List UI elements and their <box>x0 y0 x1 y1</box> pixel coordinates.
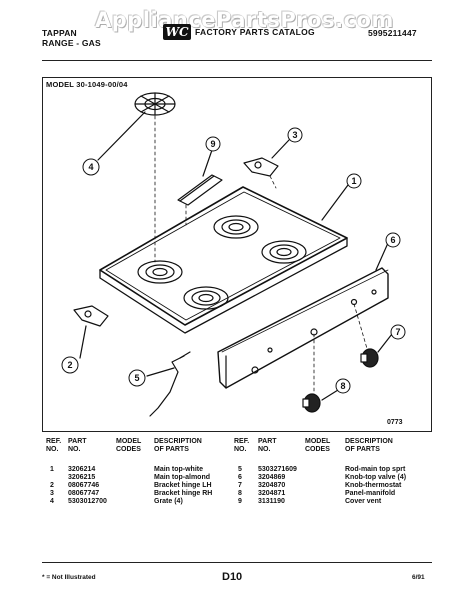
bracket-hinge-lh-part <box>73 305 109 327</box>
svg-text:4: 4 <box>88 162 93 172</box>
svg-text:1: 1 <box>351 176 356 186</box>
table-row: 7 3204870 Knob-thermostat <box>238 482 402 489</box>
table-row: 8 3204871 Panel-manifold <box>238 490 396 497</box>
callout-9: 9 <box>205 136 221 152</box>
catalog-date: 6/91 <box>412 574 425 581</box>
callout-5: 5 <box>128 369 146 387</box>
main-top-part <box>99 186 348 334</box>
catalog-header: WC FACTORY PARTS CATALOG <box>163 24 315 40</box>
callout-8: 8 <box>335 378 351 394</box>
footer-divider <box>42 562 432 563</box>
product-type: RANGE - GAS <box>42 38 101 48</box>
grate-part <box>134 92 176 116</box>
table-row: 5 5303271609 Rod-main top sprt <box>238 466 406 473</box>
catalog-title: FACTORY PARTS CATALOG <box>195 27 315 37</box>
svg-text:2: 2 <box>67 360 72 370</box>
table-row: 1 3206214 Main top-white <box>50 466 203 473</box>
manifold-panel-part <box>217 267 389 397</box>
brand-name: TAPPAN <box>42 28 77 38</box>
model-label: MODEL 30-1049-00/04 <box>46 80 128 89</box>
diagram-frame <box>42 77 432 432</box>
rod-main-top-support-part <box>149 351 191 417</box>
wc-logo: WC <box>163 24 191 40</box>
table-row: 2 08067746 Bracket hinge LH <box>50 482 212 489</box>
svg-text:6: 6 <box>390 235 395 245</box>
table-row: 3206215 Main top-almond <box>68 474 210 481</box>
catalog-number: 5995211447 <box>368 28 417 38</box>
not-illustrated-note: * = Not Illustrated <box>42 574 96 581</box>
svg-text:7: 7 <box>395 327 400 337</box>
callout-2: 2 <box>61 356 79 374</box>
callout-6: 6 <box>385 232 401 248</box>
svg-text:8: 8 <box>340 381 345 391</box>
svg-text:5: 5 <box>134 373 139 383</box>
callout-7: 7 <box>390 324 406 340</box>
header-ref-no-right: REF.NO. <box>234 438 250 453</box>
svg-text:3: 3 <box>292 130 297 140</box>
bracket-hinge-rh-part <box>243 157 279 189</box>
right-rows: 5 5303271609 Rod-main top sprt 6 3204869… <box>42 466 432 506</box>
left-rows: 1 3206214 Main top-white 3206215 Main to… <box>42 466 232 506</box>
page-number: D10 <box>222 571 243 583</box>
header-divider <box>42 60 432 61</box>
knob-thermostat-part <box>360 348 379 368</box>
svg-text:9: 9 <box>210 139 215 149</box>
cover-vent-part <box>177 174 223 226</box>
table-row: 4 5303012700 Grate (4) <box>50 498 183 505</box>
header-ref-no-left: REF.NO. <box>46 438 62 453</box>
watermark: AppliancePartsPros.com <box>95 8 394 32</box>
table-row: 6 3204869 Knob-top valve (4) <box>238 474 407 481</box>
figure-code: 0773 <box>387 419 403 426</box>
callout-1: 1 <box>346 173 362 189</box>
callout-4: 4 <box>82 158 100 176</box>
table-row: 3 08067747 Bracket hinge RH <box>50 490 213 497</box>
knob-top-valve-part <box>302 393 321 413</box>
callout-3: 3 <box>287 127 303 143</box>
table-row: 9 3131190 Cover vent <box>238 498 382 505</box>
